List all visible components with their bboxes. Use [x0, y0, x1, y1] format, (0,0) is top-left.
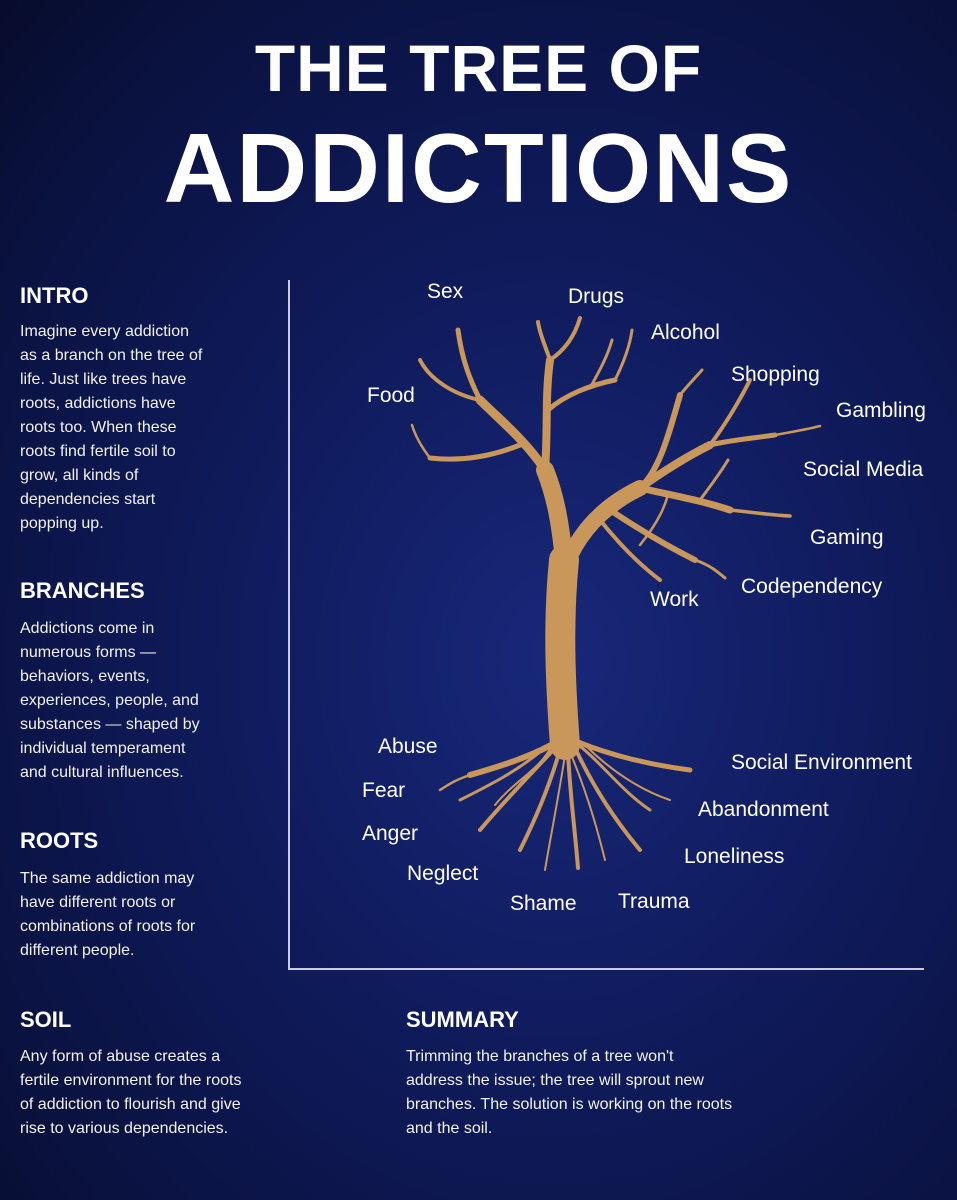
branches-line: substances — shaped by [20, 716, 200, 733]
intro-line: grow, all kinds of [20, 467, 139, 484]
intro-heading: INTRO [20, 283, 89, 308]
branches-line: numerous forms — [20, 644, 157, 661]
intro-line: roots, addictions have [20, 395, 176, 412]
branch-label-alcohol: Alcohol [651, 321, 720, 344]
soil-line: of addiction to flourish and give [20, 1096, 241, 1113]
branches-line: and cultural influences. [20, 764, 184, 781]
branch-label-social-media: Social Media [803, 458, 924, 481]
soil-heading: SOIL [20, 1007, 72, 1032]
root-label-abuse: Abuse [378, 735, 438, 758]
branches-text: Addictions come in numerous forms — beha… [20, 617, 200, 785]
summary-line: Trimming the branches of a tree won't [406, 1048, 674, 1065]
branch-label-drugs: Drugs [568, 285, 625, 308]
branch-label-sex: Sex [427, 280, 464, 303]
branches-line: experiences, people, and [20, 692, 199, 709]
intro-line: roots find fertile soil to [20, 443, 176, 460]
roots-heading: ROOTS [20, 828, 99, 853]
intro-line: popping up. [20, 515, 104, 532]
title-line-1: THE TREE OF [254, 31, 703, 105]
branches-heading: BRANCHES [20, 578, 145, 603]
vertical-divider [288, 280, 290, 970]
soil-text: Any form of abuse creates a fertile envi… [20, 1045, 241, 1141]
soil-line: fertile environment for the roots [20, 1072, 242, 1089]
branch-label-food: Food [367, 384, 415, 407]
root-label-loneliness: Loneliness [684, 845, 785, 868]
title-line-2: ADDICTIONS [163, 113, 794, 223]
root-label-shame: Shame [510, 892, 577, 915]
roots-text: The same addiction may have different ro… [20, 867, 195, 963]
root-label-fear: Fear [362, 779, 406, 802]
summary-line: and the soil. [406, 1120, 493, 1137]
intro-text: Imagine every addiction as a branch on t… [20, 320, 202, 536]
roots-line: combinations of roots for [20, 918, 196, 935]
summary-text: Trimming the branches of a tree won't ad… [406, 1045, 732, 1141]
roots-line: different people. [20, 942, 135, 959]
branches-line: Addictions come in [20, 620, 155, 637]
intro-line: roots too. When these [20, 419, 177, 436]
tree-roots [438, 737, 693, 871]
intro-line: life. Just like trees have [20, 371, 187, 388]
root-label-social-environment: Social Environment [731, 751, 912, 774]
root-label-neglect: Neglect [407, 862, 479, 885]
intro-line: Imagine every addiction [20, 323, 189, 340]
soil-line: rise to various dependencies. [20, 1120, 229, 1137]
summary-line: branches. The solution is working on the… [406, 1096, 733, 1113]
branches-line: individual temperament [20, 740, 186, 757]
root-label-trauma: Trauma [618, 890, 690, 913]
root-label-abandonment: Abandonment [698, 798, 829, 821]
branch-label-work: Work [650, 588, 699, 611]
intro-line: as a branch on the tree of [20, 347, 203, 364]
horizontal-divider [288, 968, 924, 970]
summary-line: address the issue; the tree will sprout … [406, 1072, 704, 1089]
branches-line: behaviors, events, [20, 668, 150, 685]
branch-label-shopping: Shopping [731, 363, 820, 386]
branch-label-gaming: Gaming [810, 526, 884, 549]
roots-line: have different roots or [20, 894, 176, 911]
intro-line: dependencies start [20, 491, 156, 508]
branch-label-codependency: Codependency [741, 575, 883, 598]
summary-heading: SUMMARY [406, 1007, 519, 1032]
tree-branches [410, 316, 822, 760]
soil-line: Any form of abuse creates a [20, 1048, 221, 1065]
root-label-anger: Anger [362, 822, 419, 845]
roots-line: The same addiction may [20, 870, 195, 887]
branch-label-gambling: Gambling [836, 399, 926, 422]
